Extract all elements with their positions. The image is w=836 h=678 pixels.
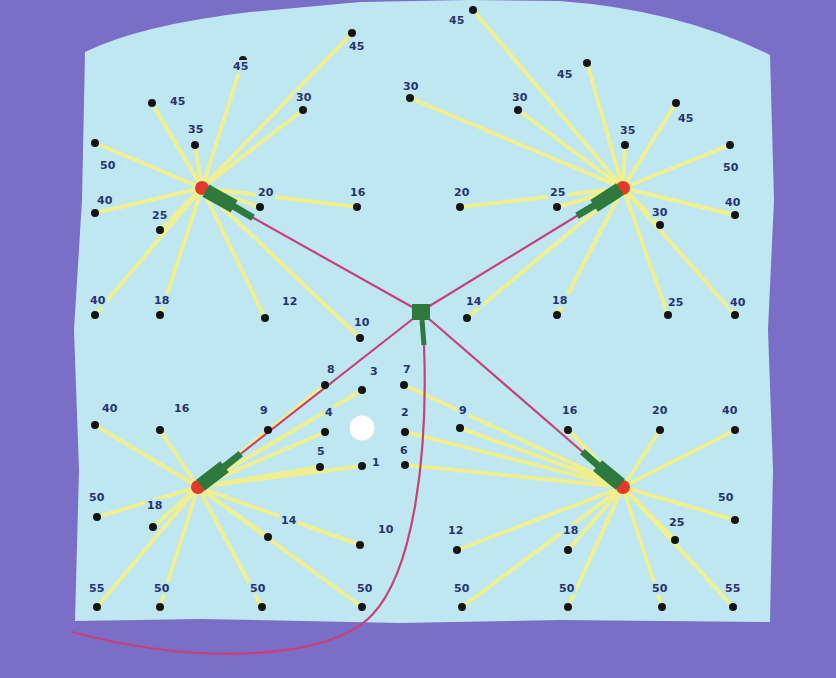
delay-number: 30	[510, 91, 529, 104]
delay-number: 30	[401, 80, 420, 93]
initiation-points	[191, 181, 630, 494]
delay-number: 25	[666, 296, 685, 309]
delay-number: 16	[172, 402, 191, 415]
delay-number: 45	[231, 60, 250, 73]
delay-number: 8	[325, 363, 337, 376]
bench-area	[74, 0, 774, 623]
delay-number: 50	[355, 582, 374, 595]
tie-lines	[95, 10, 735, 607]
delay-number: 50	[98, 159, 117, 172]
delay-number: 50	[87, 491, 106, 504]
delay-number: 10	[352, 316, 371, 329]
delay-number: 50	[650, 582, 669, 595]
delay-number: 10	[376, 523, 395, 536]
delay-number: 50	[452, 582, 471, 595]
delay-number: 50	[557, 582, 576, 595]
delay-number: 16	[348, 186, 367, 199]
delay-number: 1	[370, 456, 382, 469]
delay-number: 30	[294, 91, 313, 104]
delay-number: 35	[618, 124, 637, 137]
delay-number: 25	[548, 186, 567, 199]
connector-block	[412, 304, 430, 345]
delay-number: 35	[186, 123, 205, 136]
delay-number: 18	[145, 499, 164, 512]
blast-holes	[91, 6, 739, 611]
delay-number: 40	[88, 294, 107, 307]
delay-number: 12	[280, 295, 299, 308]
delay-number: 50	[248, 582, 267, 595]
delay-number: 9	[258, 404, 270, 417]
delay-number: 45	[447, 14, 466, 27]
delay-number: 14	[464, 295, 483, 308]
delay-number: 25	[150, 209, 169, 222]
delay-number: 25	[667, 516, 686, 529]
delay-number: 45	[168, 95, 187, 108]
delay-number: 50	[152, 582, 171, 595]
delay-number: 45	[347, 40, 366, 53]
delay-number: 55	[723, 582, 742, 595]
relief-hole	[349, 415, 375, 441]
delay-number: 12	[446, 524, 465, 537]
delay-number: 55	[87, 582, 106, 595]
delay-number: 20	[452, 186, 471, 199]
delay-number: 45	[555, 68, 574, 81]
delay-number: 18	[550, 294, 569, 307]
delay-number: 9	[457, 404, 469, 417]
delay-number: 40	[723, 196, 742, 209]
delay-number: 16	[560, 404, 579, 417]
delay-number: 7	[401, 363, 413, 376]
delay-number: 40	[720, 404, 739, 417]
delay-number: 50	[716, 491, 735, 504]
delay-number: 20	[650, 404, 669, 417]
delay-number: 2	[399, 406, 411, 419]
delay-number: 4	[323, 406, 335, 419]
delay-number: 45	[676, 112, 695, 125]
delay-number: 6	[398, 444, 410, 457]
delay-number: 5	[315, 445, 327, 458]
delay-number: 14	[279, 514, 298, 527]
detonators	[206, 193, 615, 481]
delay-number: 40	[728, 296, 747, 309]
delay-number: 40	[100, 402, 119, 415]
delay-number: 18	[561, 524, 580, 537]
delay-number: 18	[152, 294, 171, 307]
delay-number: 3	[368, 365, 380, 378]
delay-number: 30	[650, 206, 669, 219]
delay-number: 20	[256, 186, 275, 199]
delay-number: 40	[95, 194, 114, 207]
delay-number: 50	[721, 161, 740, 174]
lead-lines	[72, 214, 585, 654]
